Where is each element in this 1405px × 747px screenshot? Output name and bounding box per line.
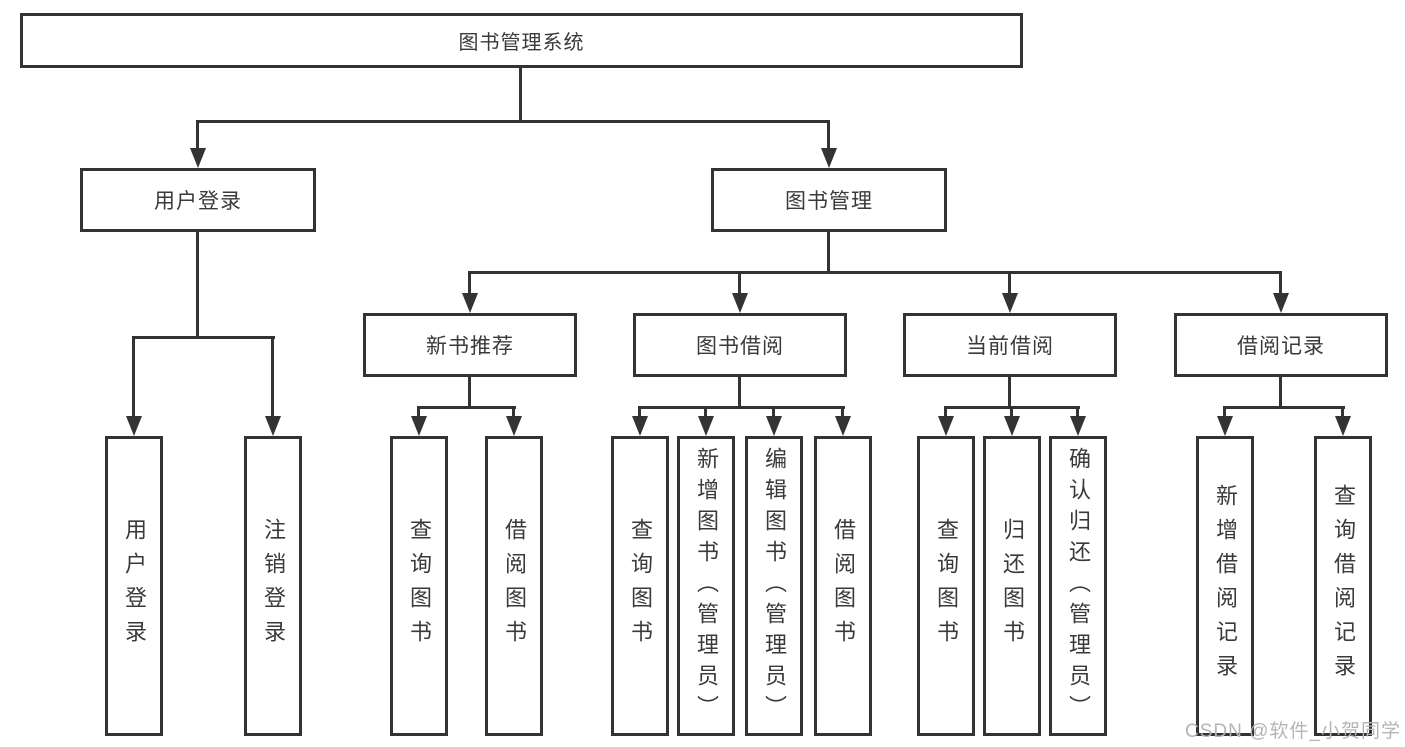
connector-book-mgmt-stem xyxy=(827,232,830,271)
node-label: 图书管理系统 xyxy=(458,32,585,54)
arrow-down-icon xyxy=(190,148,206,168)
connector-drop xyxy=(944,406,947,416)
node-leaf-search-borrow-record: 查询借阅记录 xyxy=(1314,436,1372,736)
node-label: 确认归还（管理员） xyxy=(1066,446,1091,726)
arrow-down-icon xyxy=(1217,416,1233,436)
arrow-down-icon xyxy=(938,416,954,436)
connector-borrow-record-stem xyxy=(1279,377,1282,406)
node-leaf-search-book: 查询图书 xyxy=(390,436,448,736)
connector-drop xyxy=(512,406,515,416)
connector-drop-borrow-record xyxy=(1279,271,1282,293)
node-leaf-search-book: 查询图书 xyxy=(917,436,975,736)
connector-drop xyxy=(1076,406,1079,416)
connector-book-borrow-branch xyxy=(638,406,845,409)
node-label: 图书借阅 xyxy=(696,335,784,358)
connector-drop xyxy=(1010,406,1013,416)
connector-current-borrow-stem xyxy=(1008,377,1011,406)
arrow-down-icon xyxy=(821,148,837,168)
connector-drop xyxy=(417,406,420,416)
node-label: 当前借阅 xyxy=(966,335,1054,358)
connector-drop-book-mgmt xyxy=(827,120,830,148)
node-label: 编辑图书（管理员） xyxy=(762,446,787,726)
connector-book-mgmt-branch xyxy=(468,271,1282,274)
connector-drop xyxy=(841,406,844,416)
arrow-down-icon xyxy=(1002,293,1018,313)
node-label: 用户登录 xyxy=(154,190,242,213)
node-label: 图书管理 xyxy=(785,190,873,213)
connector-drop xyxy=(704,406,707,416)
connector-book-borrow-stem xyxy=(738,377,741,406)
connector-drop-new-book xyxy=(468,271,471,293)
connector-user-login-stem xyxy=(196,232,199,336)
connector-root-branch xyxy=(196,120,830,123)
watermark: CSDN @软件_小贺同学 xyxy=(1185,721,1401,742)
node-leaf-borrow-book: 借阅图书 xyxy=(814,436,872,736)
node-leaf-borrow-book: 借阅图书 xyxy=(485,436,543,736)
connector-drop-book-borrow xyxy=(738,271,741,293)
arrow-down-icon xyxy=(1070,416,1086,436)
node-leaf-add-book-admin: 新增图书（管理员） xyxy=(677,436,735,736)
connector-drop xyxy=(1341,406,1344,416)
arrow-down-icon xyxy=(462,293,478,313)
arrow-down-icon xyxy=(506,416,522,436)
arrow-down-icon xyxy=(1335,416,1351,436)
node-library-management-system: 图书管理系统 xyxy=(20,13,1023,68)
node-label: 新书推荐 xyxy=(426,335,514,358)
node-label: 查询图书 xyxy=(407,518,432,654)
node-label: 查询图书 xyxy=(628,518,653,654)
node-label: 借阅图书 xyxy=(831,518,856,654)
node-leaf-search-book: 查询图书 xyxy=(611,436,669,736)
connector-drop-current-borrow xyxy=(1008,271,1011,293)
arrow-down-icon xyxy=(411,416,427,436)
node-leaf-logout: 注销登录 xyxy=(244,436,302,736)
node-leaf-return-book: 归还图书 xyxy=(983,436,1041,736)
connector-drop xyxy=(638,406,641,416)
arrow-down-icon xyxy=(766,416,782,436)
node-book-management: 图书管理 xyxy=(711,168,947,232)
node-new-book-recommend: 新书推荐 xyxy=(363,313,577,377)
node-leaf-add-borrow-record: 新增借阅记录 xyxy=(1196,436,1254,736)
connector-drop xyxy=(772,406,775,416)
node-label: 借阅图书 xyxy=(502,518,527,654)
node-label: 查询借阅记录 xyxy=(1331,484,1356,688)
connector-drop xyxy=(1223,406,1226,416)
arrow-down-icon xyxy=(698,416,714,436)
arrow-down-icon xyxy=(835,416,851,436)
connector-new-book-branch xyxy=(417,406,516,409)
connector-drop-login xyxy=(132,336,135,416)
node-user-login: 用户登录 xyxy=(80,168,316,232)
node-book-borrow: 图书借阅 xyxy=(633,313,847,377)
arrow-down-icon xyxy=(632,416,648,436)
node-label: 新增借阅记录 xyxy=(1213,484,1238,688)
node-label: 注销登录 xyxy=(261,518,286,654)
node-label: 查询图书 xyxy=(934,518,959,654)
arrow-down-icon xyxy=(126,416,142,436)
node-current-borrow: 当前借阅 xyxy=(903,313,1117,377)
connector-drop-logout xyxy=(271,336,274,416)
node-label: 借阅记录 xyxy=(1237,335,1325,358)
arrow-down-icon xyxy=(1004,416,1020,436)
connector-borrow-record-branch xyxy=(1223,406,1345,409)
arrow-down-icon xyxy=(732,293,748,313)
node-label: 归还图书 xyxy=(1000,518,1025,654)
connector-root-stem xyxy=(519,68,522,120)
node-leaf-user-login: 用户登录 xyxy=(105,436,163,736)
arrow-down-icon xyxy=(265,416,281,436)
node-label: 新增图书（管理员） xyxy=(694,446,719,726)
arrow-down-icon xyxy=(1273,293,1289,313)
node-borrow-record: 借阅记录 xyxy=(1174,313,1388,377)
node-leaf-confirm-return-admin: 确认归还（管理员） xyxy=(1049,436,1107,736)
connector-new-book-stem xyxy=(468,377,471,406)
node-label: 用户登录 xyxy=(122,518,147,654)
connector-user-login-branch xyxy=(132,336,275,339)
node-leaf-edit-book-admin: 编辑图书（管理员） xyxy=(745,436,803,736)
connector-drop-user-login xyxy=(196,120,199,148)
